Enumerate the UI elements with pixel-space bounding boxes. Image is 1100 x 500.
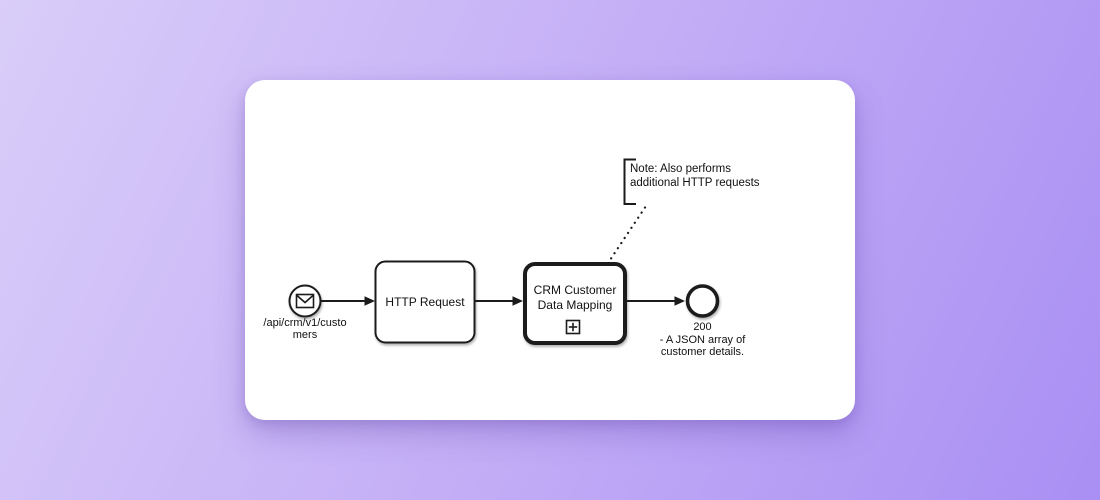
subprocess-crm-data-mapping (523, 262, 627, 345)
sequence-flow-2 (475, 296, 523, 306)
sequence-flow-1 (321, 296, 375, 306)
annotation-bracket (623, 158, 636, 205)
sequence-flow-3 (627, 296, 685, 306)
plus-expand-icon (565, 319, 581, 335)
arrowhead-icon (674, 296, 685, 306)
envelope-icon (295, 293, 315, 309)
task-label: HTTP Request (385, 295, 465, 309)
diagram-card (245, 80, 855, 420)
end-event (685, 284, 720, 318)
start-event-label: /api/crm/v1/custo mers (263, 317, 347, 341)
task-http-request (374, 260, 476, 344)
association-dotted-line (608, 206, 647, 262)
message-start-event (288, 284, 322, 318)
arrowhead-icon (364, 296, 375, 306)
subprocess-label: CRM Customer Data Mapping (533, 283, 617, 312)
end-event-label: 200 - A JSON array of customer details. (659, 321, 746, 358)
annotation-text: Note: Also performs additional HTTP requ… (630, 163, 760, 189)
arrowhead-icon (512, 296, 523, 306)
